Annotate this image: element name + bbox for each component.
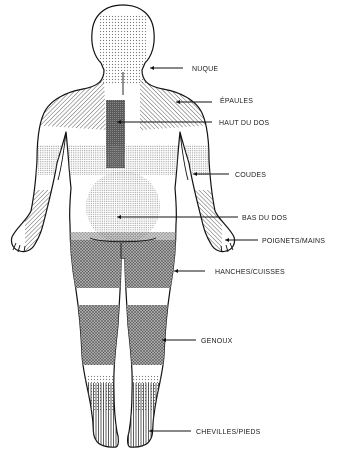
zone-cuisses bbox=[65, 232, 181, 288]
label-coudes: COUDES bbox=[235, 172, 266, 179]
label-genoux: GENOUX bbox=[201, 338, 233, 345]
zone-avant-bras-right bbox=[187, 190, 222, 252]
zone-epaules-right bbox=[140, 80, 215, 130]
zone-epaules bbox=[30, 80, 106, 130]
zone-genoux bbox=[70, 305, 176, 365]
zone-chevilles bbox=[85, 383, 161, 448]
label-poignets: POIGNETS/MAINS bbox=[262, 238, 325, 245]
label-nuque: NUQUE bbox=[192, 66, 218, 73]
label-epaules: ÉPAULES bbox=[220, 96, 253, 105]
label-bas-dos: BAS DU DOS bbox=[242, 215, 287, 222]
zone-avant-bras-left bbox=[25, 190, 60, 252]
label-hanches: HANCHES/CUISSES bbox=[215, 269, 285, 276]
label-haut-dos: HAUT DU DOS bbox=[219, 120, 269, 127]
label-chevilles: CHEVILLES/PIEDS bbox=[196, 429, 261, 436]
